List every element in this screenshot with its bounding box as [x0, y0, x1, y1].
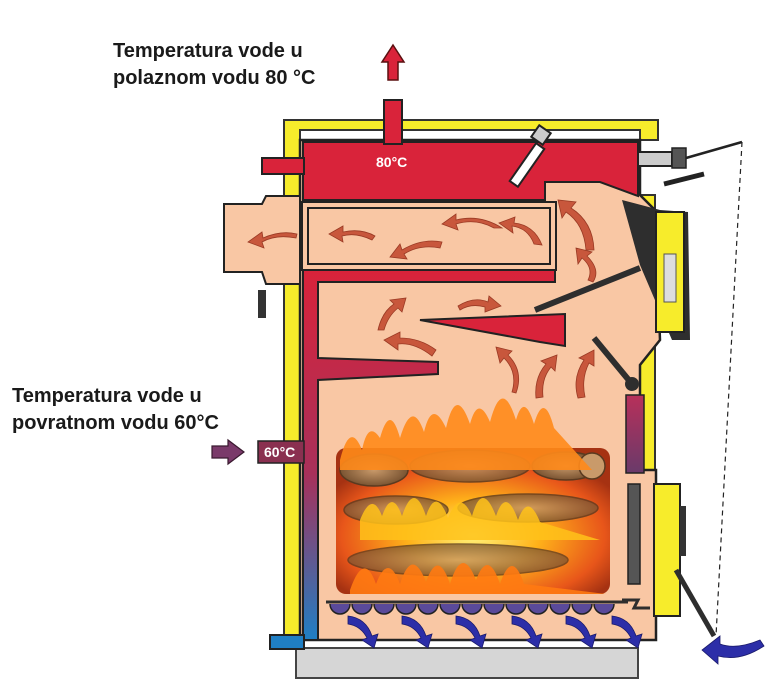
return-temp-tag: 60°C: [257, 440, 305, 464]
return-temp-text: 60°C: [264, 444, 295, 460]
loading-door: [533, 200, 690, 340]
supply-label-line1: Temperatura vode u: [113, 40, 303, 62]
supply-temp-text: 80°C: [376, 154, 407, 170]
return-label-line1: Temperatura vode u: [12, 385, 202, 407]
water-baffle: [419, 312, 566, 348]
flue-gas-arrows: [247, 199, 597, 399]
supply-temp-tag: 80°C: [376, 154, 407, 170]
side-connection-pipe: [261, 157, 305, 175]
combustion-air-arrows: [347, 615, 765, 665]
grate: [326, 598, 650, 615]
supply-label-line2: polaznom vodu 80 °C: [113, 67, 316, 89]
fire-and-logs: [336, 398, 610, 594]
boiler-base: [295, 647, 639, 679]
flue-damper-handle: [258, 290, 266, 318]
supply-flow-arrow: [380, 43, 406, 81]
return-label-line2: povratnom vodu 60°C: [12, 412, 219, 434]
supply-temperature-label: Temperatura vode u polaznom vodu 80 °C: [113, 38, 315, 92]
hot-water-jacket-top: [261, 99, 639, 201]
water-wall-left: [269, 269, 556, 650]
ash-door: [627, 483, 717, 638]
return-temperature-label: Temperatura vode u povratnom vodu 60°C: [12, 383, 219, 437]
thermometer-icon: [508, 123, 553, 189]
heat-exchanger-tubes: [301, 201, 557, 271]
supply-pipe: [383, 99, 403, 145]
air-door-lever: [591, 336, 645, 474]
drain-pipe: [269, 634, 305, 650]
draft-regulator: [637, 140, 743, 637]
return-flow-arrow: [211, 438, 245, 466]
